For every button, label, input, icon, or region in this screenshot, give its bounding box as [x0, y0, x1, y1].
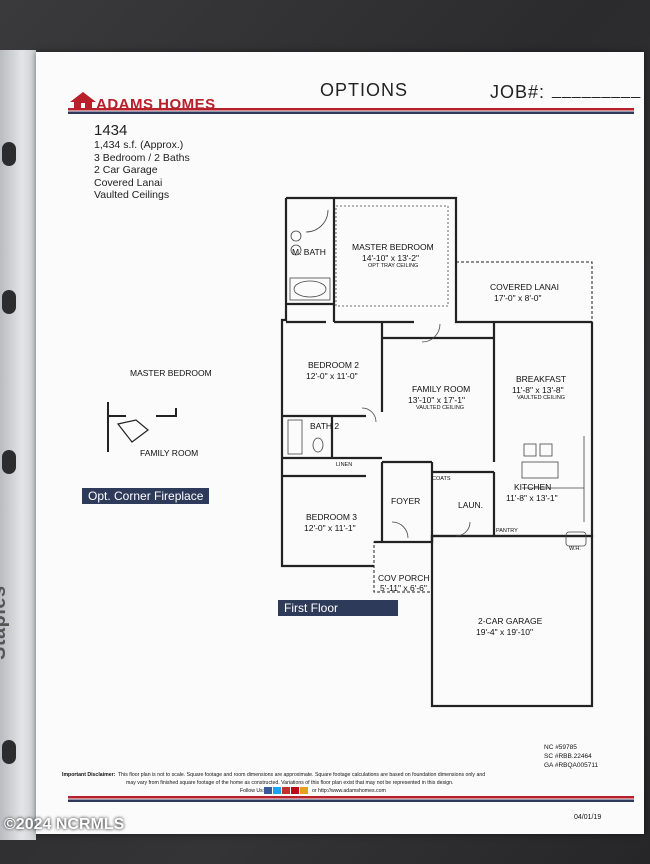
spec-line: Covered Lanai	[94, 176, 163, 189]
disclaimer-lead: Important Disclaimer:	[62, 772, 116, 778]
binder-hole	[2, 142, 16, 166]
binder-hole	[2, 290, 16, 314]
room-dims-kitchen: 11'-8" x 13'-1"	[506, 493, 558, 503]
room-dims-bedroom-2: 12'-0" x 11'-0"	[306, 371, 358, 381]
room-label-laundry: LAUN.	[458, 500, 484, 510]
room-label-bedroom-3: BEDROOM 3	[306, 512, 358, 522]
option-label-family-room: FAMILY ROOM	[140, 448, 199, 458]
plan-number: 1434	[94, 122, 128, 139]
sheet-protector-edge: Staples	[0, 50, 36, 840]
room-dims-bedroom-3: 12'-0" x 11'-1"	[304, 523, 356, 533]
license-nc: NC #59785	[544, 744, 577, 751]
footer-rule	[68, 796, 634, 802]
plan-info: 1434 1,434 s.f. (Approx.) 3 Bedroom / 2 …	[94, 122, 190, 202]
spec-line: 1,434 s.f. (Approx.)	[94, 139, 184, 151]
room-label-coats: COATS	[432, 476, 451, 482]
room-dims-family-room: 13'-10" x 17'-1"	[408, 395, 466, 405]
room-label-pantry: PANTRY	[496, 528, 518, 534]
page-title: OPTIONS	[320, 80, 409, 100]
room-note-master-bedroom: OPT TRAY CEILING	[368, 263, 419, 269]
room-label-m-bath: M. BATH	[292, 247, 326, 257]
room-label-bedroom-2: BEDROOM 2	[308, 360, 360, 370]
header-rule	[68, 108, 634, 114]
watermark: ©2024 NCRMLS	[4, 816, 125, 833]
room-label-family-room: FAMILY ROOM	[412, 384, 471, 394]
floor-plan-drawing	[107, 196, 594, 708]
room-dims-cov-porch: 5'-11" x 6'-6"	[380, 583, 427, 593]
license-sc: SC #RBB.22464	[544, 753, 592, 760]
option-caption: Opt. Corner Fireplace	[82, 488, 210, 504]
room-label-linen: LINEN	[336, 462, 353, 468]
website-text: or http://www.adamshomes.com	[312, 788, 386, 794]
room-dims-breakfast: 11'-8" x 13'-8"	[512, 385, 564, 395]
room-label-foyer: FOYER	[391, 496, 421, 506]
job-number-blank: _________	[552, 82, 642, 99]
follow-us-label: Follow Us:	[240, 788, 265, 794]
room-dims-master-bedroom: 14'-10" x 13'-2"	[362, 253, 420, 263]
spec-line: 3 Bedroom / 2 Baths	[94, 151, 190, 164]
room-label-master-bedroom: MASTER BEDROOM	[352, 242, 434, 252]
room-label-bath-2: BATH 2	[310, 421, 340, 431]
floor-label: First Floor	[278, 600, 398, 616]
floor-plan-sheet: ADAMS HOMES OPTIONS JOB#: _________ 1434…	[36, 52, 644, 834]
room-note-breakfast: VAULTED CEILING	[517, 395, 566, 401]
social-media-icons	[264, 787, 308, 794]
license-ga: GA #RBQA005711	[544, 762, 599, 769]
room-label-breakfast: BREAKFAST	[516, 374, 567, 384]
room-dims-covered-lanai: 17'-0" x 8'-0"	[494, 293, 542, 303]
room-label-kitchen: KITCHEN	[514, 482, 552, 492]
room-label-garage: 2-CAR GARAGE	[478, 616, 543, 626]
spec-line: 2 Car Garage	[94, 164, 158, 176]
spec-line: Vaulted Ceilings	[94, 189, 170, 201]
room-label-water-heater: W.H.	[569, 546, 581, 552]
binder-hole	[2, 740, 16, 764]
room-dims-garage: 19'-4" x 19'-10"	[476, 627, 534, 637]
room-label-covered-lanai: COVERED LANAI	[490, 282, 559, 292]
job-label: JOB#:	[490, 82, 546, 102]
print-date: 04/01/19	[574, 814, 602, 821]
disclaimer-line-2: may vary from finished square footage of…	[126, 780, 454, 786]
room-label-cov-porch: COV PORCH	[378, 573, 430, 583]
disclaimer-line-1: This floor plan is not to scale. Square …	[118, 772, 486, 778]
room-note-family-room: VAULTED CEILING	[416, 405, 465, 411]
option-label-master-bedroom: MASTER BEDROOM	[130, 368, 212, 378]
binder-hole	[2, 450, 16, 474]
binder-brand: Staples	[0, 585, 10, 660]
house-logo-icon	[70, 92, 96, 109]
